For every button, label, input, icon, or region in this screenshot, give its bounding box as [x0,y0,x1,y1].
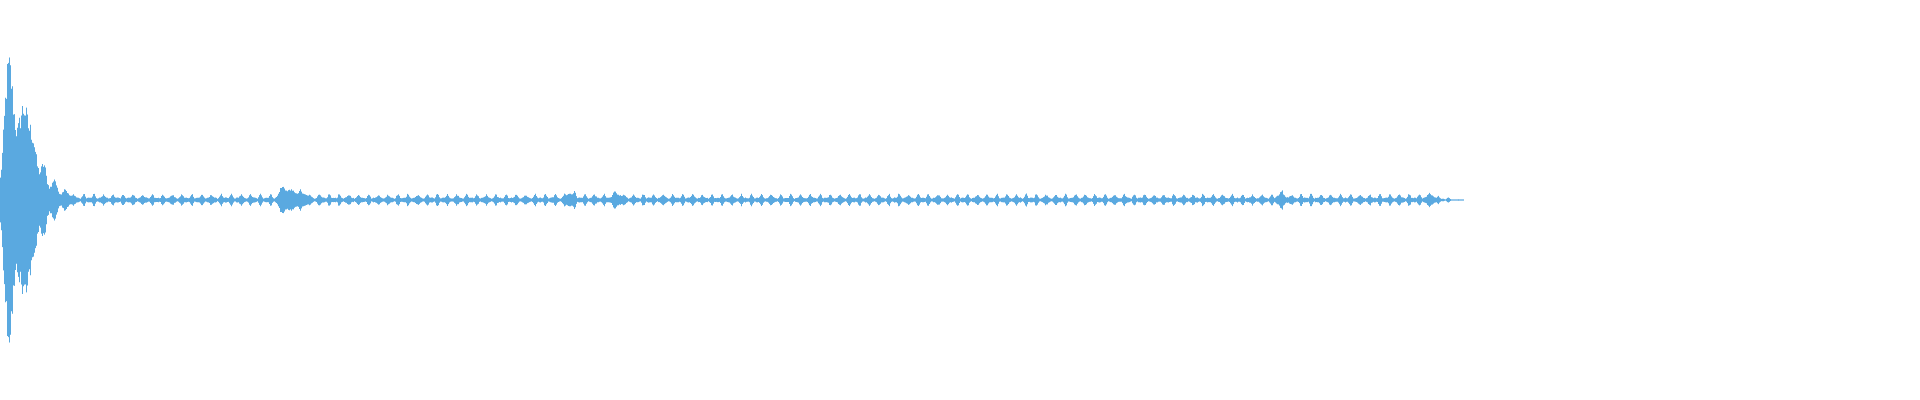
waveform-samples [0,57,1464,343]
